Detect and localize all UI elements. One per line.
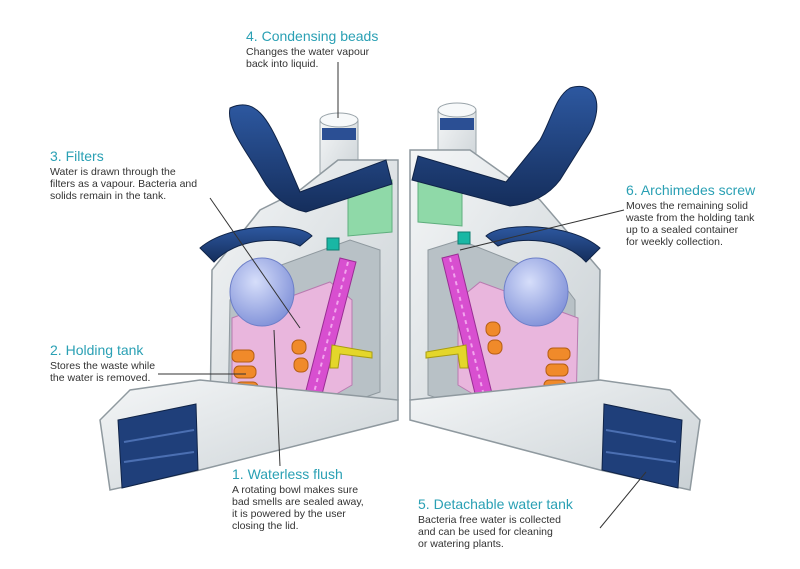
left-condenser-cap [319,112,359,128]
left-teal-sensor [326,237,340,251]
left-outlet-opening [117,403,199,489]
right-lid [411,86,598,207]
left-yellow-pipe [329,344,373,369]
callout-condensing-beads: 4. Condensing beads Changes the water va… [246,28,416,70]
leader-filters [209,197,301,329]
callout-title: 1. Waterless flush [232,466,343,482]
right-water-tank-opening [601,403,683,489]
callout-title: 5. Detachable water tank [418,496,573,512]
leader-detachable-water-tank [599,471,647,529]
right-condenser-cap [437,102,477,118]
leader-waterless-flush [273,329,281,467]
leader-archimedes-screw [459,209,625,251]
left-rotating-bowl [229,257,295,327]
callout-detachable-water-tank: 5. Detachable water tank Bacteria free w… [418,496,628,550]
left-unit-cutaway [99,104,399,491]
callout-title: 4. Condensing beads [246,28,379,44]
leader-lines [158,62,647,529]
left-lid [228,104,393,213]
callout-title: 3. Filters [50,148,104,164]
callout-waterless-flush: 1. Waterless flush A rotating bowl makes… [232,466,422,532]
right-teal-sensor [457,231,471,245]
right-condenser-band [440,118,474,130]
callout-title: 2. Holding tank [50,342,144,358]
callout-title: 6. Archimedes screw [626,182,756,198]
right-yellow-pipe [425,344,469,369]
callout-archimedes-screw: 6. Archimedes screw Moves the remaining … [626,182,796,248]
right-rotating-bowl [503,257,569,327]
right-unit-cutaway [409,86,701,491]
right-seat-ring [485,226,601,263]
left-condenser-band [322,128,356,140]
left-seat-ring [199,226,313,263]
